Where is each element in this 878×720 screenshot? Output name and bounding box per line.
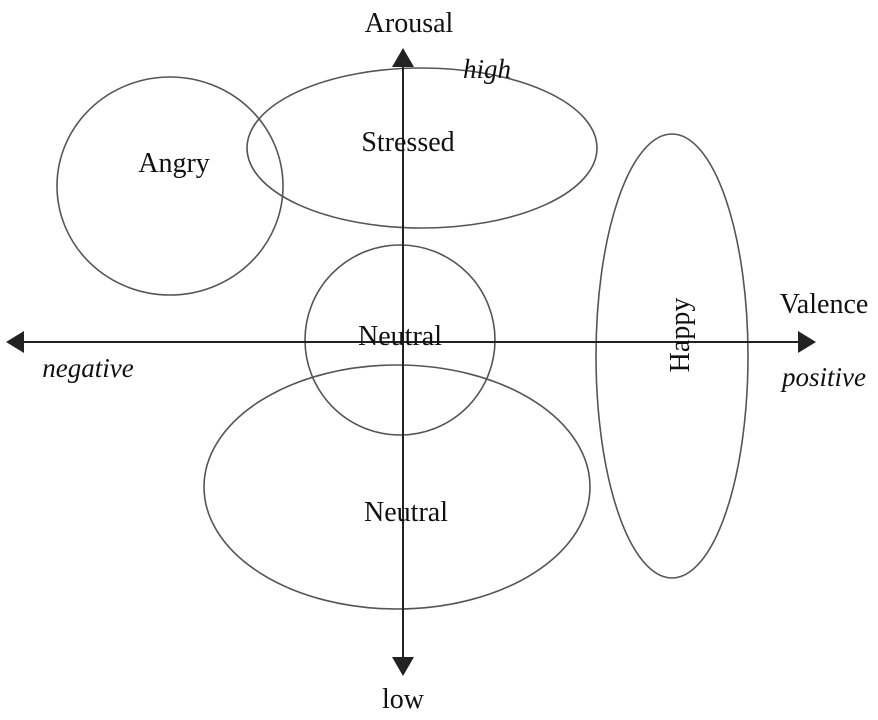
neutral-center-region <box>304 244 496 436</box>
neutral-low-label: Neutral <box>364 497 448 528</box>
valence-positive-label: positive <box>780 362 866 392</box>
angry-label: Angry <box>138 148 210 179</box>
valence-negative-arrowhead <box>6 331 24 353</box>
arousal-high-label: high <box>463 54 511 84</box>
neutral-center-label: Neutral <box>358 321 442 352</box>
happy-label: Happy <box>665 298 696 373</box>
arousal-high-arrowhead <box>392 48 414 67</box>
arousal-low-arrowhead <box>392 657 414 676</box>
valence-positive-arrowhead <box>798 331 816 353</box>
valence-axis-title: Valence <box>780 289 869 320</box>
arousal-axis-title: Arousal <box>365 8 454 39</box>
valence-negative-label: negative <box>42 353 133 383</box>
arousal-low-label: low <box>382 684 425 715</box>
angry-region <box>56 76 284 296</box>
stressed-label: Stressed <box>361 127 454 158</box>
neutral-low-region <box>203 364 591 610</box>
stressed-region <box>246 67 598 229</box>
happy-region <box>595 133 749 579</box>
